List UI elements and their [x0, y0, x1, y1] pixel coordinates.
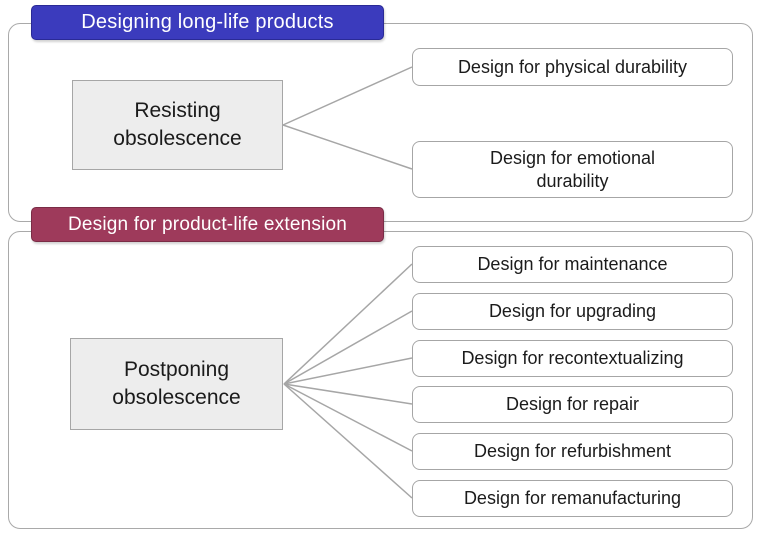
leaf-node-label: Design for upgrading: [488, 301, 657, 322]
leaf-node-label: Design for recontextualizing: [461, 348, 684, 369]
section-title-badge-long-life-products: Designing long-life products: [31, 5, 384, 40]
leaf-node-label: Design for repair: [505, 394, 640, 415]
leaf-node-recontextualizing: Design for recontextualizing: [412, 340, 733, 377]
section-title-badge-product-life-extension: Design for product-life extension: [31, 207, 384, 242]
leaf-node-maintenance: Design for maintenance: [412, 246, 733, 283]
leaf-node-upgrading: Design for upgrading: [412, 293, 733, 330]
leaf-node-repair: Design for repair: [412, 386, 733, 423]
root-node-resisting-obsolescence: Resisting obsolescence: [72, 80, 283, 170]
leaf-node-label: Design for emotional durability: [489, 148, 656, 191]
root-node-label: Resisting obsolescence: [113, 98, 242, 150]
root-node-postponing-obsolescence: Postponing obsolescence: [70, 338, 283, 430]
leaf-node-refurbishment: Design for refurbishment: [412, 433, 733, 470]
leaf-node-remanufacturing: Design for remanufacturing: [412, 480, 733, 517]
leaf-node-label: Design for maintenance: [477, 254, 668, 275]
leaf-node-label: Design for remanufacturing: [463, 488, 682, 509]
section-title-label: Design for product-life extension: [67, 213, 348, 235]
root-node-label: Postponing obsolescence: [112, 357, 241, 409]
section-title-label: Designing long-life products: [81, 11, 334, 33]
leaf-node-label: Design for physical durability: [457, 56, 688, 77]
leaf-node-emotional-durability: Design for emotional durability: [412, 141, 733, 198]
leaf-node-label: Design for refurbishment: [473, 441, 672, 462]
leaf-node-physical-durability: Design for physical durability: [412, 48, 733, 86]
